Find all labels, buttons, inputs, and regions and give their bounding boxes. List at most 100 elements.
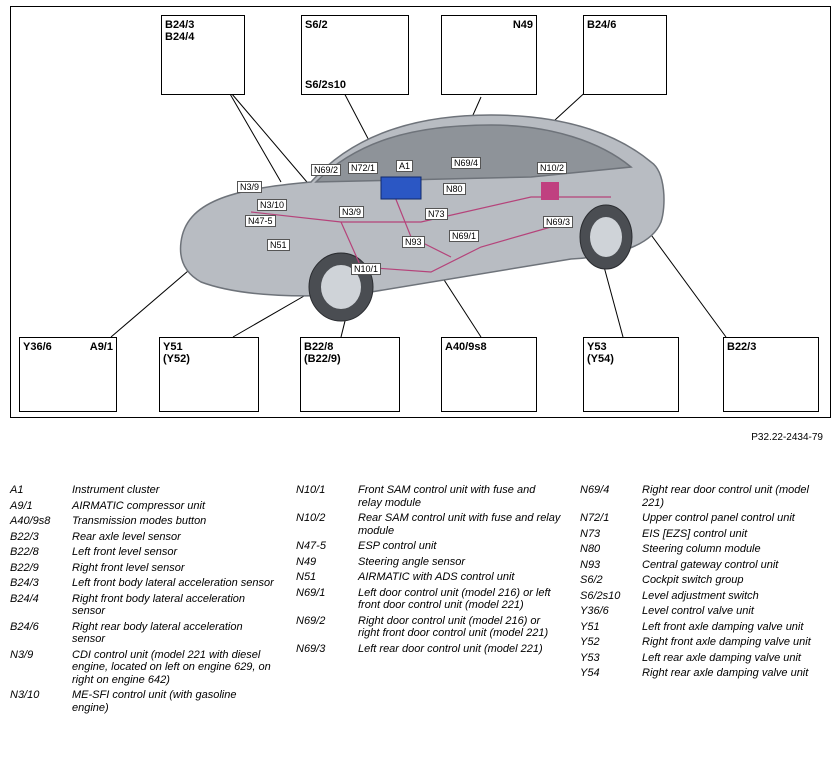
- legend-code: A9/1: [10, 499, 33, 512]
- box-label-b22-8-b22-9: B22/8 (B22/9): [304, 341, 341, 365]
- box-b24-3-b24-4: B24/3 B24/4: [161, 15, 245, 95]
- legend-description: Cockpit switch group: [642, 574, 744, 586]
- box-n49: N49: [441, 15, 537, 95]
- box-b24-6: B24/6: [583, 15, 667, 95]
- legend-description: Steering column module: [642, 543, 761, 555]
- box-label-s6-2s10: S6/2s10: [305, 79, 346, 91]
- callout-n10-2: N10/2: [537, 162, 568, 174]
- box-y36-6-a9-1: Y36/6 A9/1: [19, 337, 117, 412]
- legend-description: Upper control panel control unit: [642, 512, 795, 524]
- legend-description: Left front level sensor: [72, 546, 178, 558]
- box-label-b24-3-b24-4: B24/3 B24/4: [165, 19, 195, 43]
- figure-reference-code: P32.22-2434-79: [751, 432, 823, 443]
- legend-code: B24/3: [10, 577, 39, 589]
- legend-code: Y52: [580, 636, 600, 648]
- legend-description: Level control valve unit: [642, 605, 754, 617]
- legend-code: B22/8: [10, 546, 39, 558]
- box-label-a9-1: A9/1: [89, 341, 113, 353]
- box-a40-9s8: A40/9s8: [441, 337, 537, 412]
- legend-row: N10/2 Rear SAM control unit with fuse and…: [296, 512, 561, 537]
- legend-code: S6/2: [580, 574, 603, 586]
- legend-row: B24/6 Right rear body lateral acceleratio…: [10, 621, 275, 646]
- callout-n80: N80: [443, 183, 466, 195]
- legend-code: Y54: [580, 667, 600, 679]
- legend-description: EIS [EZS] control unit: [642, 527, 748, 540]
- legend-code: N3/9: [10, 648, 34, 661]
- legend-row: Y54 Right rear axle damping valve unit: [580, 667, 830, 680]
- legend-description: Right rear axle damping valve unit: [642, 667, 809, 679]
- legend-row: B22/8 Left front level sensor: [10, 546, 275, 559]
- box-label-n49: N49: [512, 19, 533, 31]
- box-label-y53-y54: Y53 (Y54): [587, 341, 614, 365]
- legend-description: Left front body lateral acceleration sen…: [72, 577, 274, 589]
- box-b22-3: B22/3: [723, 337, 819, 412]
- legend-code: Y36/6: [580, 605, 609, 617]
- legend-code: N93: [580, 558, 601, 571]
- legend-row: A1 Instrument cluster: [10, 484, 275, 497]
- legend-row: Y51 Left front axle damping valve unit: [580, 621, 830, 634]
- legend-code: N10/2: [296, 512, 326, 524]
- legend-description: Right front level sensor: [72, 561, 185, 574]
- legend-row: Y52 Right front axle damping valve unit: [580, 636, 830, 649]
- legend-code: N51: [296, 571, 317, 583]
- callout-n69-1: N69/1: [449, 230, 480, 242]
- legend-code: S6/2s10: [580, 589, 621, 602]
- car-illustration: [40, 22, 788, 410]
- box-y51-y52: Y51 (Y52): [159, 337, 259, 412]
- legend-row: A40/9s8 Transmission modes button: [10, 515, 275, 528]
- callout-n69-2: N69/2: [311, 164, 342, 176]
- legend-description: AIRMATIC with ADS control unit: [358, 571, 515, 583]
- callout-n73: N73: [425, 208, 448, 220]
- legend-description: Level adjustment switch: [642, 589, 759, 602]
- legend-row: N51 AIRMATIC with ADS control unit: [296, 571, 561, 584]
- legend-description: Left rear door control unit (model 221): [358, 642, 543, 655]
- legend-description: Right front axle damping valve unit: [642, 636, 811, 648]
- legend-description: Rear SAM control unit with fuse and rela…: [358, 512, 561, 537]
- legend-row: S6/2 Cockpit switch group: [580, 574, 830, 587]
- legend-description: CDI control unit (model 221 with diesel …: [72, 648, 271, 686]
- legend-code: Y51: [580, 620, 600, 633]
- legend-code: A40/9s8: [10, 515, 51, 527]
- legend-code: N10/1: [296, 484, 326, 496]
- legend-code: N72/1: [580, 512, 610, 524]
- legend-description: Steering angle sensor: [358, 555, 466, 568]
- legend-row: S6/2s10 Level adjustment switch: [580, 590, 830, 603]
- legend-description: Left front axle damping valve unit: [642, 620, 804, 633]
- legend-description: Central gateway control unit: [642, 558, 779, 571]
- box-y53-y54: Y53 (Y54): [583, 337, 679, 412]
- legend-description: Transmission modes button: [72, 515, 207, 527]
- legend-code: N47-5: [296, 540, 326, 552]
- legend-code: N69/4: [580, 484, 610, 496]
- legend-row: Y36/6 Level control valve unit: [580, 605, 830, 618]
- callout-n93: N93: [402, 236, 425, 248]
- callout-n51: N51: [267, 239, 290, 251]
- legend-code: N69/1: [296, 586, 326, 599]
- legend-description: Right rear body lateral acceleration sen…: [72, 620, 243, 646]
- callout-n47-5: N47-5: [245, 215, 276, 227]
- box-label-s6-2: S6/2: [305, 19, 328, 31]
- legend-row: B24/3 Left front body lateral acceleratio…: [10, 577, 275, 590]
- callout-n69-3: N69/3: [543, 216, 574, 228]
- callout-n3-9-lower: N3/9: [339, 206, 365, 218]
- legend-code: A1: [10, 484, 24, 496]
- box-label-y36-6: Y36/6: [23, 341, 52, 353]
- legend-description: Rear axle level sensor: [72, 530, 181, 543]
- legend-description: Left rear axle damping valve unit: [642, 651, 801, 664]
- legend-code: B24/6: [10, 620, 39, 633]
- legend-code: N49: [296, 555, 317, 568]
- legend-description: Instrument cluster: [72, 484, 160, 496]
